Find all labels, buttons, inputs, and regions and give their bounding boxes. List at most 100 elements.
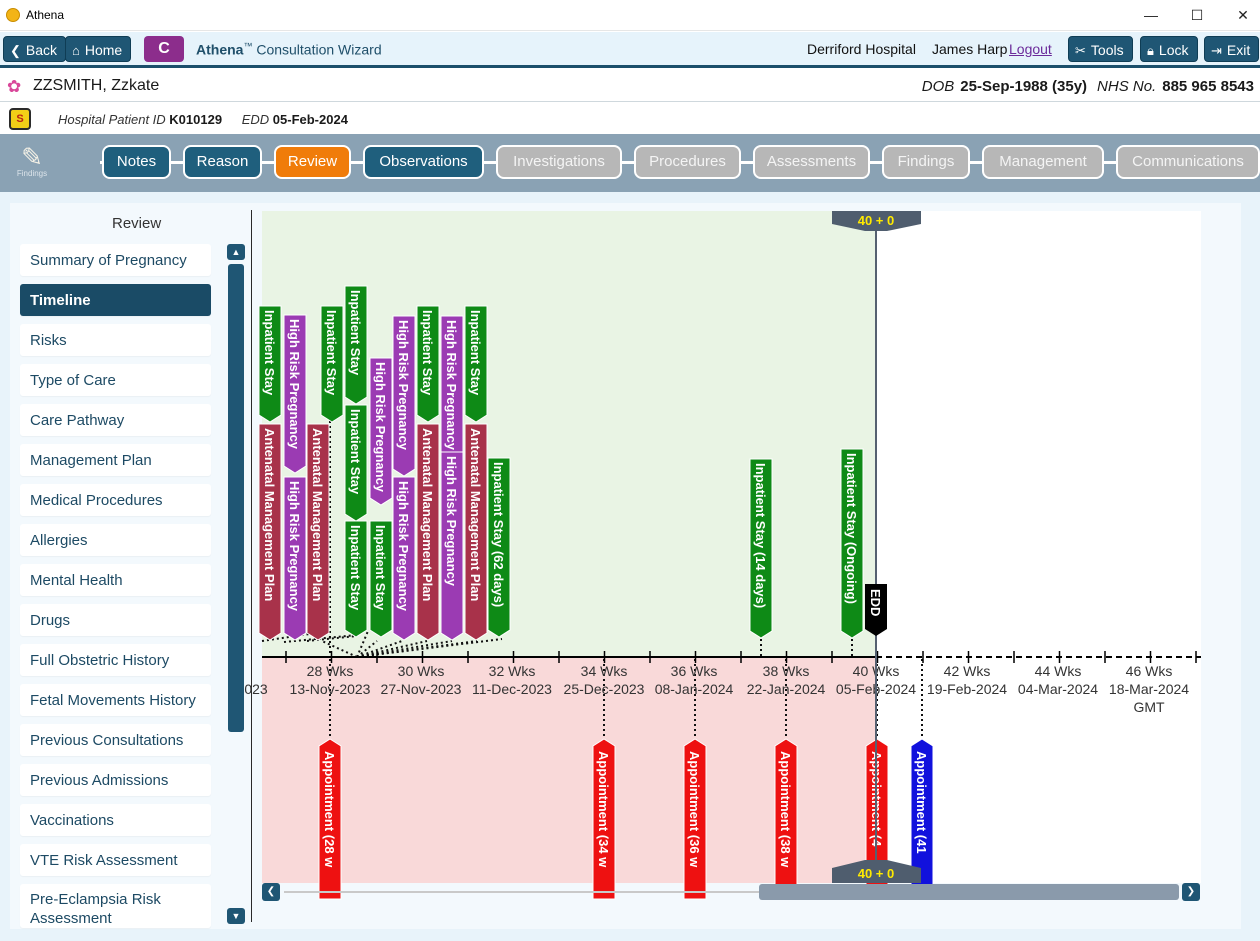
scroll-left-icon[interactable]: ❮ <box>262 883 280 901</box>
nhs-label: NHS No. <box>1097 78 1157 95</box>
lock-label: Lock <box>1158 42 1189 58</box>
timeline-event-flag[interactable]: High Risk Pregnancy <box>392 315 416 477</box>
timeline-event-flag[interactable]: Inpatient Stay <box>320 305 344 423</box>
timeline-scrollbar-thumb[interactable] <box>759 884 1179 900</box>
timeline-scrollbar[interactable]: ❮ ❯ <box>262 883 1200 901</box>
timeline-event-flag[interactable]: High Risk Pregnancy <box>440 315 464 477</box>
tools-label: Tools <box>1090 42 1124 58</box>
timeline-event-flag[interactable]: Inpatient Stay <box>464 305 488 423</box>
timeline-appointment-flag[interactable]: Appointment (28 w <box>318 738 342 900</box>
exit-button[interactable]: ⇥Exit <box>1204 36 1260 62</box>
tab-communications[interactable]: Communications <box>1116 145 1260 179</box>
nav-pre-eclampsia-risk-assessment[interactable]: Pre-Eclampsia Risk Assessment <box>20 884 211 928</box>
timeline-appointment-flag[interactable]: Appointment (41 <box>910 738 934 900</box>
svg-text:Antenatal Management Plan: Antenatal Management Plan <box>420 428 435 601</box>
timeline-event-flag[interactable]: Inpatient Stay (62 days) <box>487 457 511 638</box>
timeline-event-flag[interactable]: Antenatal Management Plan <box>306 423 330 641</box>
nav-scrollbar-thumb[interactable] <box>228 264 244 732</box>
nav-mental-health[interactable]: Mental Health <box>20 564 211 596</box>
c-button[interactable]: C <box>144 36 184 62</box>
timeline-appointment-flag[interactable]: Appointment (38 w <box>774 738 798 900</box>
timeline-event-flag[interactable]: High Risk Pregnancy <box>283 476 307 641</box>
maximize-button[interactable]: ☐ <box>1190 7 1204 23</box>
tab-assessments[interactable]: Assessments <box>753 145 870 179</box>
timeline-appointment-flag[interactable]: Appointment (36 w <box>683 738 707 900</box>
svg-text:Inpatient Stay: Inpatient Stay <box>324 310 339 396</box>
timeline-event-flag[interactable]: Inpatient Stay <box>344 285 368 405</box>
nav-drugs[interactable]: Drugs <box>20 604 211 636</box>
svg-text:Antenatal Management Plan: Antenatal Management Plan <box>468 428 483 601</box>
edd-flag[interactable]: EDD <box>865 584 887 636</box>
axis-weeks-label: 34 Wks <box>581 663 628 679</box>
timeline-event-flag[interactable]: Inpatient Stay (14 days) <box>749 458 773 639</box>
timeline-event-flag[interactable]: High Risk Pregnancy <box>369 357 393 506</box>
timeline-event-flag[interactable]: Inpatient Stay (Ongoing) <box>840 448 864 639</box>
back-button[interactable]: ❮Back <box>3 36 67 62</box>
tab-observations[interactable]: Observations <box>363 145 484 179</box>
lock-button[interactable]: 🔒︎Lock <box>1140 36 1198 62</box>
timeline-event-flag[interactable]: Antenatal Management Plan <box>416 423 440 641</box>
nav-medical-procedures[interactable]: Medical Procedures <box>20 484 211 516</box>
nav-risks[interactable]: Risks <box>20 324 211 356</box>
tab-management[interactable]: Management <box>982 145 1104 179</box>
female-flower-icon: ✿ <box>7 77 22 96</box>
timeline-event-flag[interactable]: Inpatient Stay <box>344 520 368 638</box>
nav-scrollbar[interactable]: ▲ ▼ <box>227 244 245 926</box>
scroll-down-icon[interactable]: ▼ <box>227 908 245 924</box>
nav-care-pathway[interactable]: Care Pathway <box>20 404 211 436</box>
timeline-event-flag[interactable]: Antenatal Management Plan <box>258 423 282 641</box>
tab-procedures[interactable]: Procedures <box>634 145 741 179</box>
tab-notes[interactable]: Notes <box>102 145 171 179</box>
scroll-up-icon[interactable]: ▲ <box>227 244 245 260</box>
nav-timeline[interactable]: Timeline <box>20 284 211 316</box>
home-icon: ⌂ <box>72 43 80 58</box>
nav-previous-consultations[interactable]: Previous Consultations <box>20 724 211 756</box>
nav-allergies[interactable]: Allergies <box>20 524 211 556</box>
logout-link[interactable]: Logout <box>1009 41 1052 57</box>
gestation-marker-top: 40 + 0 <box>832 211 921 231</box>
patient-name: ZZSMITH, Zzkate <box>33 77 160 94</box>
tools-button[interactable]: ✂Tools <box>1068 36 1133 62</box>
svg-text:40 + 0: 40 + 0 <box>858 213 895 228</box>
nav-fetal-movements-history[interactable]: Fetal Movements History <box>20 684 211 716</box>
hospital-id-value: K010129 <box>169 112 223 127</box>
nav-summary-of-pregnancy[interactable]: Summary of Pregnancy <box>20 244 211 276</box>
timeline-event-flag[interactable]: Antenatal Management Plan <box>464 423 488 641</box>
timeline-event-flag[interactable]: High Risk Pregnancy <box>283 314 307 474</box>
window-title-bar: Athena — ☐ ✕ <box>0 0 1260 31</box>
tab-findings[interactable]: Findings <box>882 145 970 179</box>
tab-reason[interactable]: Reason <box>183 145 262 179</box>
scroll-right-icon[interactable]: ❯ <box>1182 883 1200 901</box>
timeline-event-flag[interactable]: Inpatient Stay <box>416 305 440 423</box>
timeline-event-flag[interactable]: High Risk Pregnancy <box>392 476 416 641</box>
timeline-event-flag[interactable]: Inpatient Stay <box>369 520 393 638</box>
svg-text:Appointment (28 w: Appointment (28 w <box>322 751 337 868</box>
nav-management-plan[interactable]: Management Plan <box>20 444 211 476</box>
close-window-button[interactable]: ✕ <box>1237 7 1249 23</box>
nav-full-obstetric-history[interactable]: Full Obstetric History <box>20 644 211 676</box>
tab-review[interactable]: Review <box>274 145 351 179</box>
nav-vte-risk-assessment[interactable]: VTE Risk Assessment <box>20 844 211 876</box>
timeline-appointment-flag[interactable]: Appointment (34 w <box>592 738 616 900</box>
timeline-scroll-track <box>284 891 1174 893</box>
nav-vaccinations[interactable]: Vaccinations <box>20 804 211 836</box>
home-button[interactable]: ⌂Home <box>65 36 132 62</box>
app-title: Athena <box>26 8 65 22</box>
svg-text:High Risk Pregnancy: High Risk Pregnancy <box>287 481 302 612</box>
timeline-event-flag[interactable]: Inpatient Stay <box>344 404 368 522</box>
nav-previous-admissions[interactable]: Previous Admissions <box>20 764 211 796</box>
timeline-event-flag[interactable]: Inpatient Stay <box>258 305 282 423</box>
tab-investigations[interactable]: Investigations <box>496 145 622 179</box>
svg-text:High Risk Pregnancy: High Risk Pregnancy <box>396 320 411 451</box>
svg-text:Inpatient Stay (Ongoing): Inpatient Stay (Ongoing) <box>844 453 859 604</box>
timeline-event-flag[interactable]: High Risk Pregnancy <box>440 451 464 641</box>
minimize-button[interactable]: — <box>1144 7 1158 23</box>
nav-type-of-care[interactable]: Type of Care <box>20 364 211 396</box>
wizard-tab-bar: ✎ Findings Notes Reason Review Observati… <box>0 134 1260 192</box>
safeguarding-icon[interactable]: S <box>9 108 31 130</box>
axis-weeks-label: 44 Wks <box>1035 663 1082 679</box>
